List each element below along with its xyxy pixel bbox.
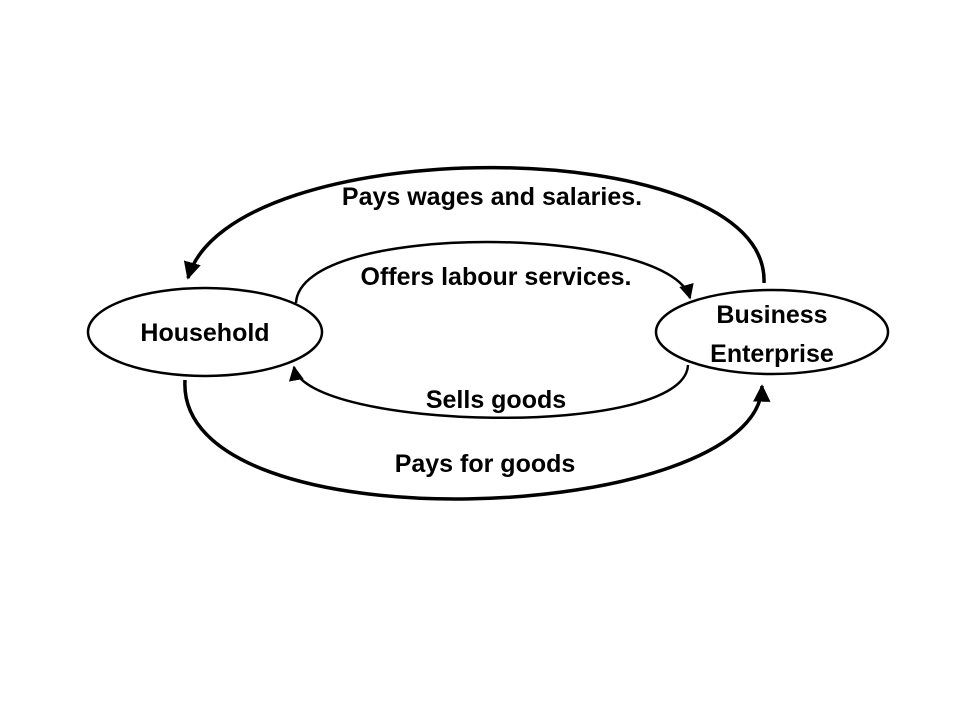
pays-for-goods-arrow (183, 379, 771, 501)
offers-labour-label: Offers labour services. (361, 263, 632, 291)
business-label-line-2: Enterprise (710, 340, 834, 368)
pays-wages-arrow (183, 165, 766, 284)
business-enterprise-node: Business Enterprise (654, 288, 890, 376)
pays-wages-label: Pays wages and salaries. (342, 183, 642, 211)
household-label: Household (140, 319, 269, 347)
business-enterprise-ellipse (654, 288, 890, 376)
pays-for-goods-label: Pays for goods (395, 450, 576, 478)
sells-goods-arrow (289, 364, 690, 420)
business-label-line-1: Business (716, 301, 827, 329)
offers-labour-arrow (294, 240, 694, 304)
household-ellipse (86, 286, 324, 378)
sells-goods-label: Sells goods (426, 386, 566, 414)
household-node: Household (86, 286, 324, 378)
